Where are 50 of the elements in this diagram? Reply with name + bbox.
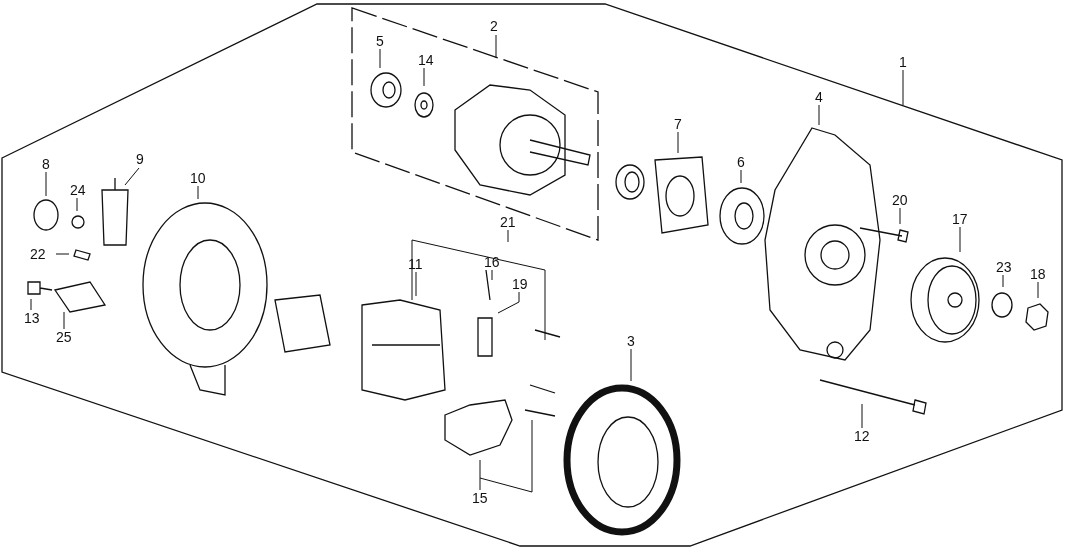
callout-number: 22 [30,246,46,262]
leader-line [861,403,863,429]
callout-number: 2 [490,18,498,34]
leader-line [423,67,425,87]
leader-line [677,131,679,154]
leader-line [818,104,820,126]
leader-line [1037,281,1039,299]
leader-line [45,171,47,197]
leader-line [415,271,417,297]
leader-line [479,419,533,493]
callout-number: 15 [472,490,488,506]
callout-number: 18 [1030,266,1046,282]
leader-line [630,348,632,382]
callout-number: 19 [512,276,528,292]
callout-number: 21 [500,214,516,230]
callout-number: 14 [418,52,434,68]
callout-number: 5 [376,33,384,49]
callout-number: 7 [674,116,682,132]
callout-number: 24 [70,182,86,198]
leader-line [491,269,493,281]
callout-number: 11 [408,256,423,272]
leader-line [959,226,961,253]
callout-number: 10 [190,170,206,186]
leader-line [902,69,904,106]
callout-number: 13 [24,310,40,326]
leader-line [495,34,497,59]
callout-number: 17 [952,211,968,227]
leader-line [30,298,32,311]
callout-number: 25 [56,329,72,345]
callout-number: 12 [854,428,870,444]
leader-line [76,197,78,212]
callout-number: 4 [815,89,823,105]
leader-line [63,311,65,330]
callout-number: 23 [996,259,1012,275]
leader-line [497,291,520,314]
callout-number: 3 [627,333,635,349]
leader-line [197,185,199,200]
leader-line [124,167,140,186]
leader-line [1002,274,1004,288]
callout-number: 9 [136,151,144,167]
callout-number: 6 [737,154,745,170]
leader-line [55,253,70,255]
leader-line [740,169,742,184]
callout-number: 20 [892,192,908,208]
leader-line [411,229,546,341]
leader-line [899,207,901,225]
callout-number: 16 [484,254,500,270]
callout-number: 8 [42,156,50,172]
leader-line [379,48,381,69]
callout-number: 1 [899,54,907,70]
